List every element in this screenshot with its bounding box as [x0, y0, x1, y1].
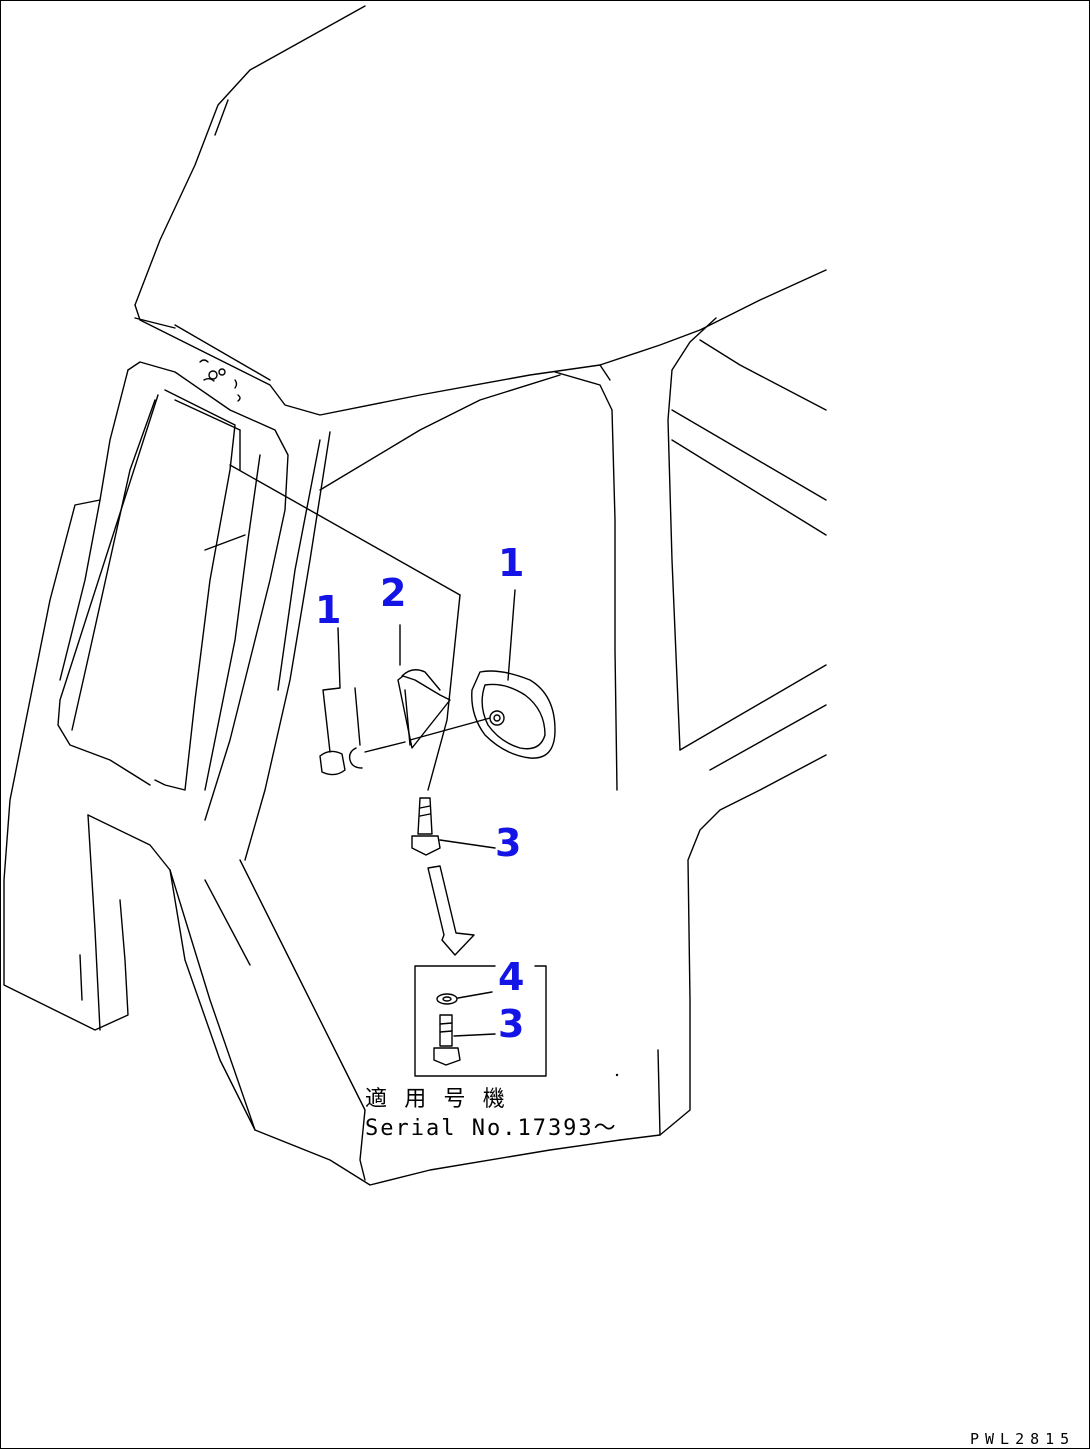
callout-mirror-hardware: 1 — [315, 588, 341, 632]
detail-box — [414, 965, 547, 1077]
detail-arrow — [427, 865, 475, 956]
callout-mirror: 1 — [498, 541, 524, 585]
marker-dot — [615, 1073, 619, 1077]
applicability-serial-label: Serial No.17393～ — [365, 1116, 618, 1141]
applicability-jp-label: 適 用 号 機 — [365, 1087, 507, 1112]
mirror-assembly — [319, 589, 556, 856]
roof-marks — [199, 359, 241, 402]
drawing-code: PWL2815 — [970, 1430, 1075, 1448]
callout-washer-detail: 4 — [498, 955, 524, 999]
callout-bolt: 3 — [495, 821, 521, 865]
callout-bolt-detail: 3 — [498, 1002, 524, 1046]
callout-bracket: 2 — [380, 571, 406, 615]
cab-outline — [3, 5, 827, 1186]
